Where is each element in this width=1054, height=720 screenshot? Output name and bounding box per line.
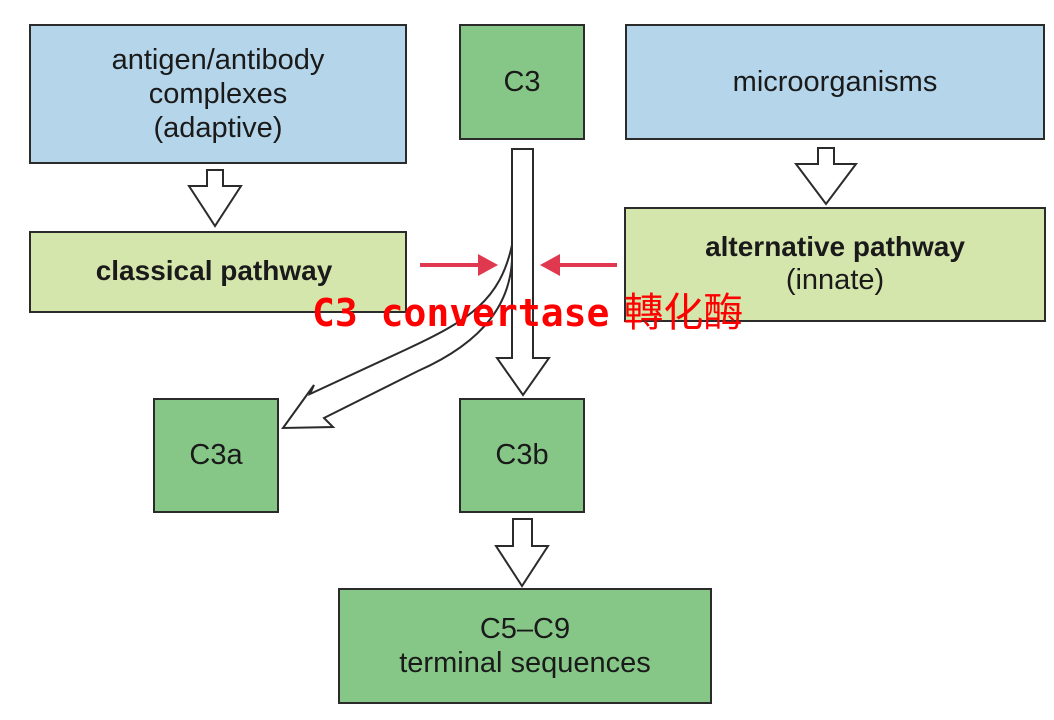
arrow-c3-to-c3b xyxy=(495,148,551,397)
node-c3a-label: C3a xyxy=(189,439,243,472)
arrow-micro-to-alternative xyxy=(794,147,858,206)
node-alternative-label: alternative pathway xyxy=(705,230,965,262)
node-alternative-sublabel: (innate) xyxy=(785,263,885,296)
node-c3b: C3b xyxy=(459,398,585,513)
arrow-antigen-to-classical xyxy=(187,169,243,228)
node-c3b-label: C3b xyxy=(495,439,549,472)
node-classical-label: classical pathway xyxy=(95,255,333,287)
red-arrow-alternative-head xyxy=(540,254,560,276)
red-arrow-classical-head xyxy=(478,254,498,276)
node-antigen-line-2: complexes xyxy=(148,77,288,110)
node-c5c9-line-1: C5–C9 xyxy=(479,612,571,645)
arrow-c3b-to-c5c9 xyxy=(494,518,550,588)
node-antigen-line-1: antigen/antibody xyxy=(111,43,325,76)
node-c3-label: C3 xyxy=(503,65,541,98)
node-c5-c9-terminal-sequences: C5–C9 terminal sequences xyxy=(338,588,712,704)
node-microorganisms-label: microorganisms xyxy=(732,65,938,98)
node-microorganisms: microorganisms xyxy=(625,24,1045,140)
node-alternative-pathway: alternative pathway (innate) xyxy=(624,207,1046,322)
node-classical-pathway: classical pathway xyxy=(29,231,407,313)
annotation-chinese: 轉化酶 xyxy=(623,290,744,336)
node-antigen-line-3: (adaptive) xyxy=(153,112,283,145)
node-c5c9-line-2: terminal sequences xyxy=(399,647,651,679)
node-c3: C3 xyxy=(459,24,585,140)
arrow-c3-to-c3a xyxy=(281,244,513,430)
node-antigen-antibody-complexes: antigen/antibody complexes (adaptive) xyxy=(29,24,407,164)
c3-convertase-annotation: C3 convertase 轉化酶 xyxy=(312,280,743,338)
annotation-english: C3 convertase xyxy=(312,291,610,335)
node-c3a: C3a xyxy=(153,398,279,513)
